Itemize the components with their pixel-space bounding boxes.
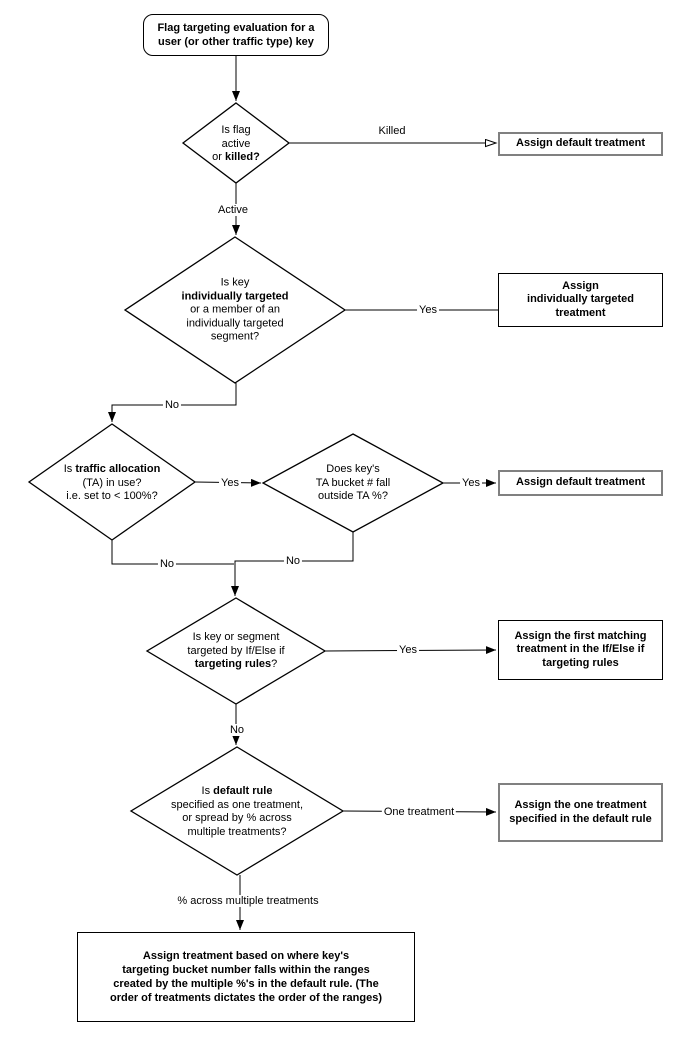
edge-label-no-targeting-rules: No <box>227 724 247 736</box>
decision-targeting-rules-shape <box>145 597 327 705</box>
outcome-individually-targeted-treatment: Assign individually targeted treatment <box>498 273 663 327</box>
decision-traffic-allocation-shape <box>27 423 197 541</box>
decision-individually-targeted-shape <box>123 236 347 384</box>
outcome-default-treatment-ta: Assign default treatment <box>498 470 663 496</box>
decision-default-rule-label: Is default rule specified as one treatme… <box>170 785 304 838</box>
outcome-first-matching-treatment: Assign the first matching treatment in t… <box>498 620 663 680</box>
edge-label-yes-individually: Yes <box>417 304 439 316</box>
outcome-default-treatment-killed: Assign default treatment <box>498 132 663 156</box>
edge-label-no-outside-ta: No <box>283 555 303 567</box>
outcome-one-treatment-default-rule: Assign the one treatment specified in th… <box>498 783 663 842</box>
outcome-bucket-range-treatment: Assign treatment based on where key's ta… <box>77 932 415 1022</box>
start-node: Flag targeting evaluation for a user (or… <box>143 14 329 56</box>
edge-label-yes-targeting-rules: Yes <box>397 644 419 656</box>
edge-label-one-treatment: One treatment <box>381 806 457 818</box>
decision-targeting-rules-label: Is key or segment targeted by If/Else if… <box>187 630 285 670</box>
decision-flag-active-label: Is flag active or killed? <box>212 123 260 163</box>
edge-label-no-traffic-allocation: No <box>157 558 177 570</box>
decision-ta-bucket-label: Does key's TA bucket # fall outside TA %… <box>315 462 391 502</box>
edge-no-traffic-allocation-merge <box>111 540 234 565</box>
decision-traffic-allocation-label: Is traffic allocation (TA) in use? i.e. … <box>63 462 161 502</box>
edge-label-yes-traffic-allocation: Yes <box>219 477 241 489</box>
edge-label-active: Active <box>216 204 250 216</box>
decision-individually-targeted-label: Is key individually targeted or a member… <box>181 276 289 343</box>
decision-default-rule-shape <box>129 746 345 876</box>
edge-label-no-individually: No <box>162 399 182 411</box>
edge-label-yes-outside-ta: Yes <box>460 477 482 489</box>
edge-label-killed: Killed <box>376 125 408 137</box>
edge-label-percent-across: % across multiple treatments <box>175 895 321 907</box>
decision-flag-active-shape <box>181 102 291 184</box>
decision-ta-bucket-shape <box>261 433 445 533</box>
